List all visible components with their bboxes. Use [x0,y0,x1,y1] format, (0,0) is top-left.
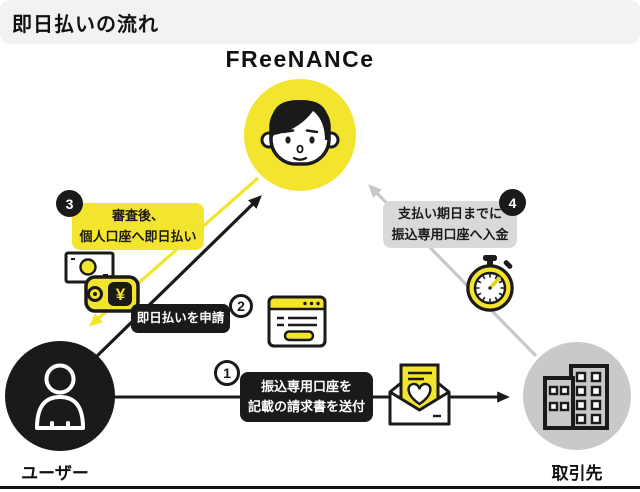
step-3-number: 3 [65,195,74,212]
client-label: 取引先 [551,464,603,483]
page-title: 即日払いの流れ [12,13,159,36]
step-4-label: 支払い期日までに 振込専用口座へ入金 [383,201,517,248]
buildings-icon [543,364,609,430]
step-4-badge: 4 [499,189,526,216]
freenance-logo: FReeNANCe [225,46,375,72]
step-2-badge: 2 [229,294,253,318]
step-1-badge: 1 [214,360,240,386]
step-3-badge: 3 [56,190,83,217]
person-icon [35,363,85,430]
face-avatar-icon [244,79,356,191]
step-1-number: 1 [223,365,231,381]
user-node [5,341,115,451]
step-4-line-2: 振込専用口座へ入金 [391,226,509,242]
step-3-line-1: 審査後、 [111,208,164,224]
step-2-label: 即日払いを申請 [131,304,230,333]
user-label: ユーザー [21,464,89,483]
step-1-label: 振込専用口座を 記載の請求書を送付 [240,372,373,422]
stopwatch-icon [466,255,514,312]
client-node [523,342,631,450]
bottom-divider [0,486,640,489]
step-3-line-2: 個人口座へ即日払い [79,228,197,244]
browser-window-icon [267,295,327,348]
step-2-line-1: 即日払いを申請 [136,310,225,325]
step-4-line-1: 支払い期日までに [397,206,502,222]
yen-symbol: ¥ [116,285,126,304]
title-banner: 即日払いの流れ [0,0,640,44]
step-1-line-1: 振込専用口座を [260,378,352,394]
step-3-label: 審査後、 個人口座へ即日払い [72,203,204,250]
step-4-number: 4 [508,194,517,211]
wallet-icon: ¥ [64,251,140,313]
arrow-step2-user-to-freenance [94,195,262,359]
step-2-number: 2 [237,298,245,314]
step-1-line-2: 記載の請求書を送付 [247,399,365,414]
envelope-heart-icon [388,363,451,426]
